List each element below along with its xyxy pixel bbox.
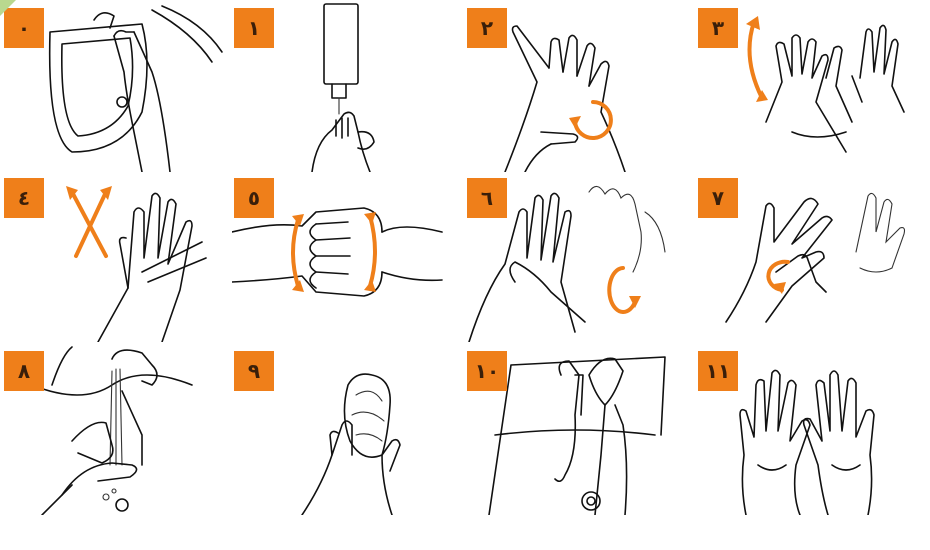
step-panel-4: ٤ xyxy=(2,172,224,342)
step-number-badge: ٦ xyxy=(467,178,507,218)
step-panel-7: ٧ xyxy=(696,172,918,342)
step-number-badge: ١٠ xyxy=(467,351,507,391)
step-number-badge: ٤ xyxy=(4,178,44,218)
step-number-badge: ١ xyxy=(234,8,274,48)
step-number-badge: ٣ xyxy=(698,8,738,48)
step-number-badge: ٥ xyxy=(234,178,274,218)
step-panel-0: ٠ xyxy=(2,2,224,172)
step-panel-11: ١١ xyxy=(696,345,918,515)
step-number-badge: ٩ xyxy=(234,351,274,391)
corner-ribbon xyxy=(0,0,16,16)
step-number-badge: ٨ xyxy=(4,351,44,391)
step-panel-3: ٣ xyxy=(696,2,918,172)
step-panel-6: ٦ xyxy=(465,172,687,342)
step-panel-2: ٢ xyxy=(465,2,687,172)
step-panel-1: ١ xyxy=(232,2,454,172)
step-number-badge: ٧ xyxy=(698,178,738,218)
step-panel-10: ١٠ xyxy=(465,345,687,515)
step-panel-9: ٩ xyxy=(232,345,454,515)
step-panel-5: ٥ xyxy=(232,172,454,342)
step-number-badge: ١١ xyxy=(698,351,738,391)
step-panel-8: ٨ xyxy=(2,345,224,515)
step-number-badge: ٢ xyxy=(467,8,507,48)
